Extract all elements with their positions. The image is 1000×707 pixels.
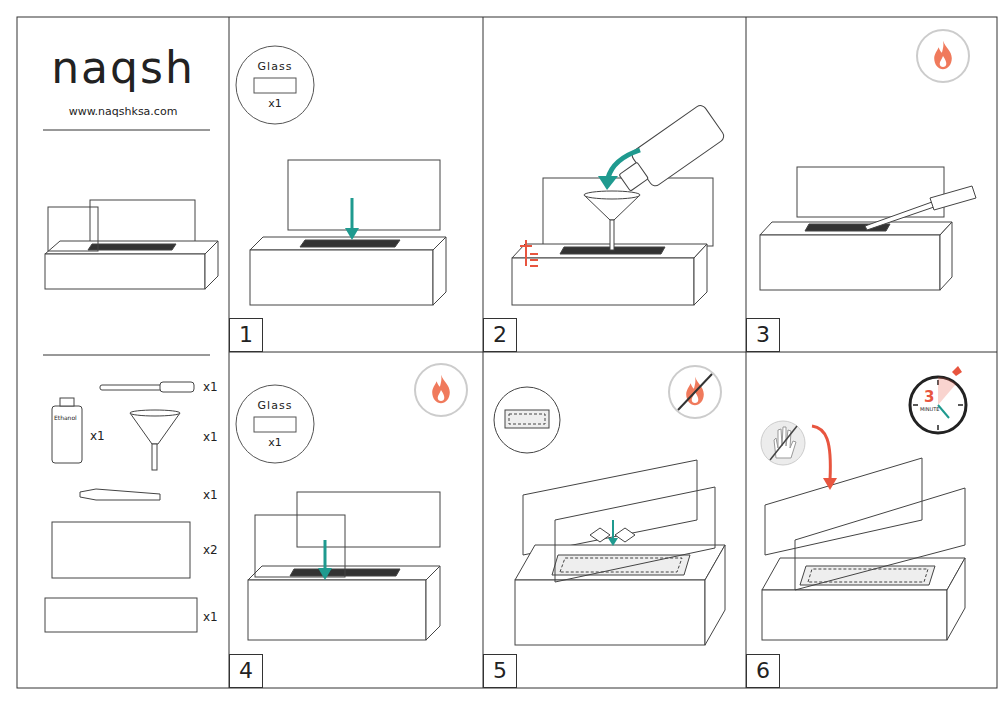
quantity: x1 xyxy=(203,431,218,444)
step-number-box: 2 xyxy=(483,318,517,352)
badge-outline xyxy=(235,384,315,464)
quantity: x2 xyxy=(203,544,218,557)
step-number-box: 3 xyxy=(746,318,780,352)
step-number-box: 4 xyxy=(229,654,263,688)
quantity: x1 xyxy=(235,437,315,449)
timer-unit: MINUTE xyxy=(920,407,939,413)
step-number: 3 xyxy=(756,324,770,346)
quantity: x1 xyxy=(203,611,218,624)
part-badge: Glass x1 xyxy=(235,384,315,464)
part-name: Glass xyxy=(235,400,315,412)
step-number: 1 xyxy=(239,324,253,346)
step-number-box: 6 xyxy=(746,654,780,688)
bottle-label: Ethanol xyxy=(54,415,77,422)
quantity: x1 xyxy=(203,381,218,394)
step-number-box: 1 xyxy=(229,318,263,352)
quantity: x1 xyxy=(90,430,105,443)
website: www.naqshksa.com xyxy=(23,106,223,118)
step-number: 2 xyxy=(493,324,507,346)
part-name: Glass xyxy=(235,61,315,73)
step-number: 4 xyxy=(239,660,253,682)
quantity: x1 xyxy=(203,489,218,502)
timer-number: 3 xyxy=(924,389,934,406)
badge-outline xyxy=(235,45,315,125)
quantity: x1 xyxy=(235,98,315,110)
step-number: 6 xyxy=(756,660,770,682)
step-number-box: 5 xyxy=(483,654,517,688)
step-number: 5 xyxy=(493,660,507,682)
part-badge: Glass x1 xyxy=(235,45,315,125)
brand-logo: naqsh xyxy=(23,44,223,92)
